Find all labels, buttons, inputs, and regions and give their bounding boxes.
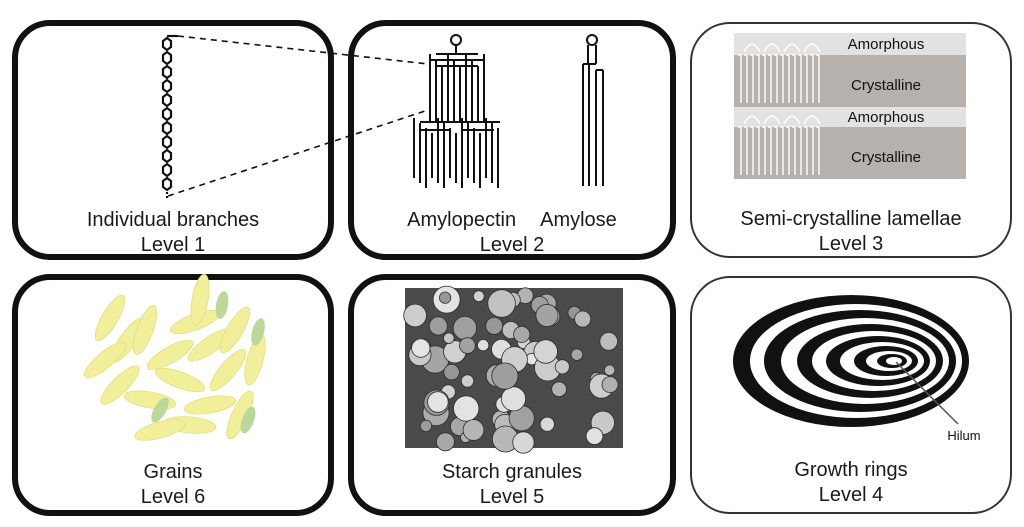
sem-micrograph — [403, 285, 623, 454]
band-label-amorphous-1: Amorphous — [848, 36, 925, 53]
level-4-label: Level 4 — [818, 484, 884, 506]
caption-level-3: Semi-crystalline lamellae Level 3 — [692, 207, 1010, 257]
level-1-label: Level 1 — [140, 234, 206, 256]
growth-rings-illustration: Hilum — [733, 295, 981, 443]
lamellae-illustration: Amorphous Crystalline Amorphous Crystall… — [734, 33, 966, 179]
caption-level-2: Amylopectin Amylose Level 2 — [354, 208, 670, 258]
caption-level-5: Starch granules Level 5 — [354, 460, 670, 510]
rice-grains-illustration — [84, 273, 266, 441]
glucan-chain-illustration — [161, 34, 178, 198]
caption-level-1: Individual branches Level 1 — [18, 208, 328, 258]
band-amorphous-1 — [734, 33, 966, 55]
caption-level-6: Grains Level 6 — [18, 460, 328, 510]
label-amylopectin: Amylopectin — [407, 209, 517, 231]
band-amorphous-2 — [734, 107, 966, 127]
band-label-crystalline-2: Crystalline — [851, 149, 921, 166]
band-crystalline-2 — [734, 127, 966, 179]
caption-level-4: Growth rings Level 4 — [692, 458, 1010, 508]
amylopectin-illustration — [413, 34, 500, 188]
title-starch-granules: Starch granules — [441, 461, 583, 483]
band-label-crystalline-1: Crystalline — [851, 77, 921, 94]
hilum-label: Hilum — [947, 428, 980, 443]
level-3-label: Level 3 — [818, 233, 884, 255]
panel-level-2: Amylopectin Amylose Level 2 — [348, 20, 676, 260]
panel-level-6: Grains Level 6 — [12, 274, 334, 516]
label-amylose: Amylose — [540, 209, 617, 231]
title-individual-branches: Individual branches — [86, 209, 260, 231]
hilum-pointer — [895, 361, 959, 425]
panel-level-1: Individual branches Level 1 — [12, 20, 334, 260]
title-semi-crystalline-lamellae: Semi-crystalline lamellae — [740, 208, 962, 230]
zoom-dashed-lines — [167, 35, 429, 197]
title-grains: Grains — [143, 461, 203, 483]
title-growth-rings: Growth rings — [794, 459, 908, 481]
level-5-label: Level 5 — [479, 486, 545, 508]
level-2-label: Level 2 — [479, 234, 545, 256]
band-crystalline-1 — [734, 55, 966, 107]
amylose-illustration — [582, 34, 604, 186]
level-6-label: Level 6 — [140, 486, 206, 508]
band-label-amorphous-2: Amorphous — [848, 109, 925, 126]
